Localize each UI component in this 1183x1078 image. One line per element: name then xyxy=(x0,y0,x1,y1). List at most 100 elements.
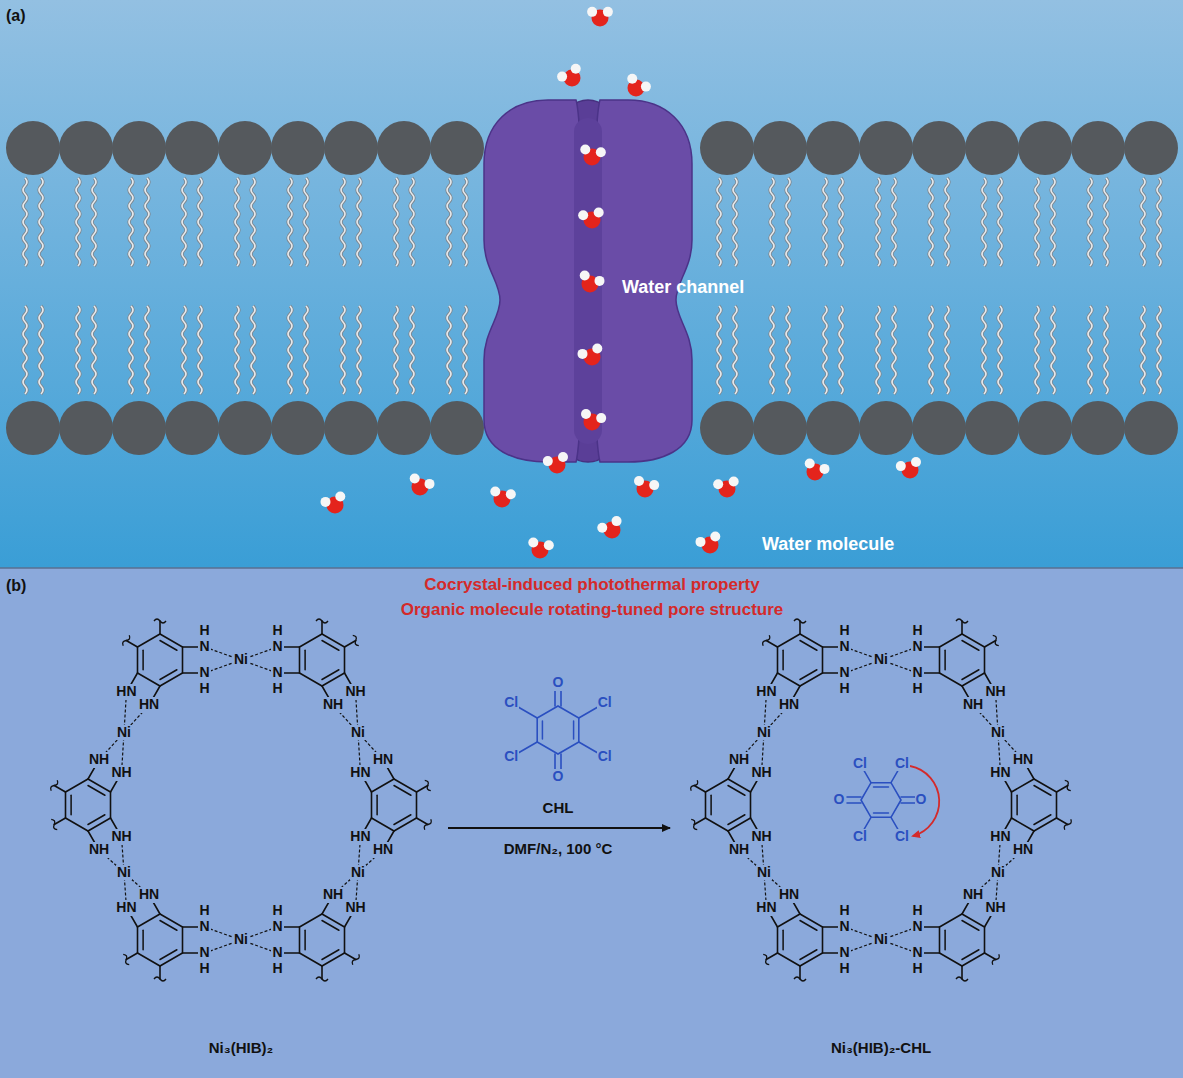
double-bond xyxy=(560,691,562,706)
benzene-ring xyxy=(940,634,985,686)
double-bond xyxy=(322,921,339,931)
lipid-tail xyxy=(92,178,96,266)
chlorine-atom: Cl xyxy=(894,829,910,844)
lipid-tail xyxy=(823,306,827,394)
lipid-tail xyxy=(235,178,239,266)
amine-group: HN xyxy=(138,697,160,712)
amine-group: HN xyxy=(349,829,371,844)
double-bond xyxy=(782,930,784,950)
lipid-tail xyxy=(76,306,80,394)
hydrogen-atom: H xyxy=(271,681,283,696)
nickel-atom: Ni xyxy=(350,725,366,740)
lipid-tail xyxy=(1141,178,1145,266)
water-molecules xyxy=(320,7,921,559)
lipid-head xyxy=(112,401,166,455)
lipid-tail xyxy=(786,178,790,266)
amine-group: NH xyxy=(344,900,366,915)
nitrogen-atom: N xyxy=(838,945,850,960)
lipid-head xyxy=(59,121,113,175)
amine-group: HN xyxy=(755,684,777,699)
lipid-tail xyxy=(394,306,398,394)
amine-group: HN xyxy=(755,900,777,915)
extension-bond xyxy=(345,641,356,648)
nitrogen-atom: N xyxy=(198,639,210,654)
chlorine-atom: Cl xyxy=(597,695,613,710)
lipid-tail xyxy=(129,306,133,394)
extension-bond xyxy=(321,621,323,634)
lipid-tail xyxy=(1157,178,1161,266)
benzene-ring xyxy=(372,779,417,831)
extension-bond xyxy=(54,818,65,825)
amine-group: NH xyxy=(728,842,750,857)
nitrogen-atom: N xyxy=(911,665,923,680)
lipid-head xyxy=(218,121,272,175)
oxygen-atom: O xyxy=(833,792,846,807)
nickel-atom: Ni xyxy=(233,932,249,947)
lipid-tail xyxy=(23,178,27,266)
hydrogen-atom: H xyxy=(271,961,283,976)
lipid-tail xyxy=(876,178,880,266)
nitrogen-atom: N xyxy=(911,945,923,960)
lipid-head xyxy=(753,121,807,175)
lipid-tail xyxy=(1088,178,1092,266)
hydrogen-atom xyxy=(627,74,637,84)
hydrogen-atom xyxy=(506,489,516,499)
lipid-tail xyxy=(357,178,361,266)
lipid-tail xyxy=(982,178,986,266)
double-bond xyxy=(304,930,306,950)
hydrogen-atom xyxy=(641,82,651,92)
amine-group: NH xyxy=(110,829,132,844)
amine-group: HN xyxy=(778,697,800,712)
lipid-tail xyxy=(198,178,202,266)
lipid-tail xyxy=(394,178,398,266)
hydrogen-atom: H xyxy=(838,903,850,918)
framework-continuation xyxy=(123,635,130,645)
hydrogen-atom xyxy=(597,523,607,533)
hydrogen-atom xyxy=(557,72,567,82)
lipid-tail xyxy=(786,178,790,266)
lipid-head xyxy=(165,401,219,455)
lipid-tail xyxy=(1141,306,1145,394)
framework-continuation xyxy=(763,954,769,964)
lipid-tail xyxy=(235,178,239,266)
panel-divider xyxy=(0,567,1183,569)
lipid-head xyxy=(1018,401,1072,455)
panel-letter: (b) xyxy=(6,577,26,595)
oxygen-atom: O xyxy=(552,769,565,784)
framework-continuation xyxy=(1064,819,1071,829)
hydrogen-atom xyxy=(578,210,588,220)
lipid-head xyxy=(965,121,1019,175)
extension-bond xyxy=(799,966,801,979)
lipid-tail xyxy=(982,178,986,266)
lipid-head xyxy=(806,121,860,175)
amine-group: NH xyxy=(322,697,344,712)
lipid-tail xyxy=(182,178,186,266)
lipid-tail xyxy=(1157,178,1161,266)
lipid-tail xyxy=(839,306,843,394)
panel-title: Organic molecule rotating-tuned pore str… xyxy=(399,601,786,620)
lipid-head xyxy=(1124,401,1178,455)
lipid-tail xyxy=(839,306,843,394)
double-bond xyxy=(901,796,915,798)
benzene-ring xyxy=(66,779,111,831)
lipid-tail xyxy=(357,306,361,394)
double-bond xyxy=(542,721,544,739)
double-bond xyxy=(962,950,979,960)
lipid-tail xyxy=(876,306,880,394)
extension-bond xyxy=(417,786,428,793)
framework-continuation xyxy=(691,819,697,829)
chlorine-atom: Cl xyxy=(852,829,868,844)
hydrogen-atom xyxy=(634,476,644,486)
lipid-tail xyxy=(304,306,308,394)
double-bond xyxy=(728,786,745,796)
double-bond xyxy=(88,786,105,796)
extension-bond xyxy=(1057,786,1068,793)
double-bond xyxy=(800,950,817,960)
lipid-tail xyxy=(235,306,239,394)
hydrogen-atom xyxy=(320,497,330,507)
oxygen-atom: O xyxy=(552,675,565,690)
lipid-tail xyxy=(447,178,451,266)
lipid-tail xyxy=(341,178,345,266)
lipid-head xyxy=(165,121,219,175)
benzene-ring xyxy=(537,706,579,754)
